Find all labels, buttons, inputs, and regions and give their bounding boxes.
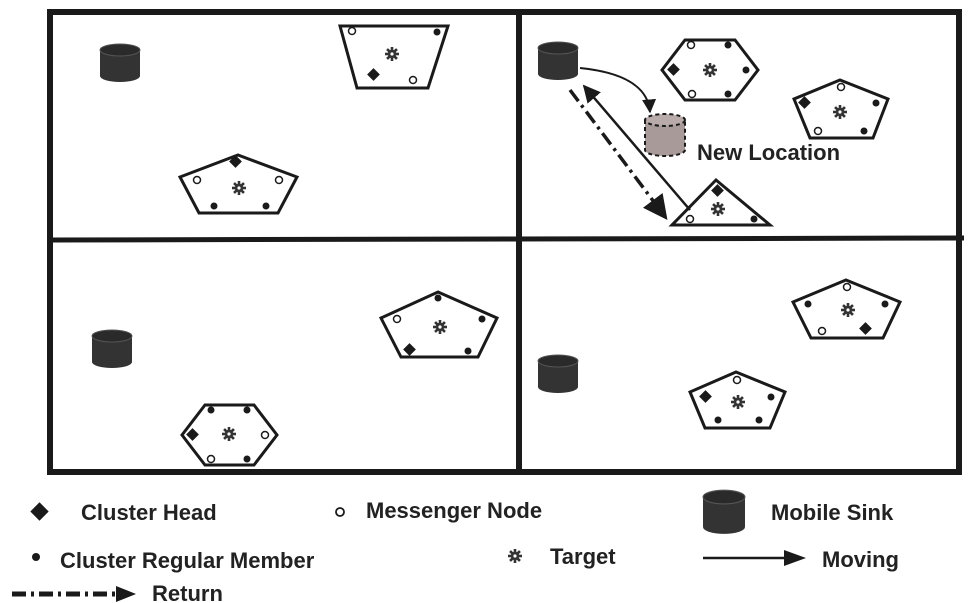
cluster-pentagon (790, 278, 903, 340)
cluster-hexagon (660, 38, 760, 102)
mobile-sink-icon (537, 41, 579, 81)
mobile-sink-icon (91, 329, 133, 369)
mobile-sink-icon (537, 354, 579, 394)
legend: Cluster Head Messenger Node Mobile Sink … (12, 489, 899, 603)
cluster-triangle (668, 177, 775, 227)
return-arrowhead (116, 586, 136, 602)
cluster-pentagon (378, 290, 500, 359)
cluster-hexagon (180, 403, 279, 467)
target-icon (508, 549, 522, 563)
new-location-sink-icon (644, 113, 686, 157)
cluster-pentagon (688, 370, 787, 430)
cluster-trapezoid (338, 24, 451, 90)
legend-return: Return (152, 581, 223, 603)
new-location-label: New Location (697, 140, 840, 165)
moving-arrow-to-new-location (579, 67, 657, 114)
legend-moving: Moving (822, 547, 899, 572)
mobile-sink-icon (99, 43, 141, 83)
messenger-node-icon (335, 507, 345, 517)
mobile-sink-icon (702, 489, 746, 535)
region-grid (47, 9, 965, 475)
moving-arrow-to-cluster (582, 84, 691, 211)
legend-cluster-head: Cluster Head (81, 500, 217, 525)
legend-messenger-node: Messenger Node (366, 498, 542, 523)
cluster-head-icon (30, 502, 49, 521)
legend-target: Target (550, 544, 616, 569)
cluster-pentagon (792, 78, 890, 140)
cluster-pentagon (177, 153, 300, 215)
regular-member-icon (32, 553, 40, 561)
moving-arrowhead (784, 550, 806, 566)
legend-cluster-regular-member: Cluster Regular Member (60, 548, 315, 573)
legend-mobile-sink: Mobile Sink (771, 500, 894, 525)
